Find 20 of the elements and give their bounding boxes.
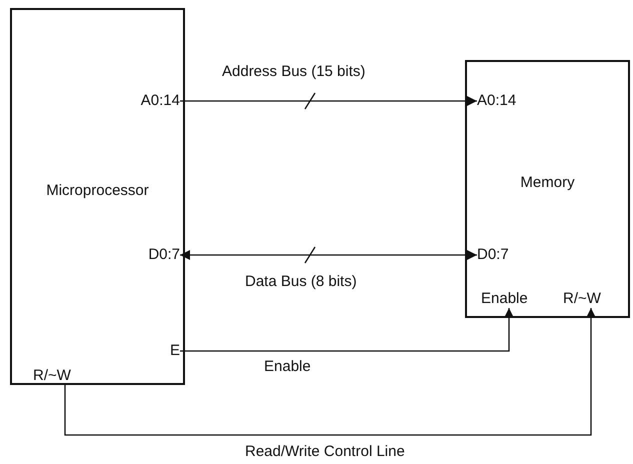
- arrow: [180, 308, 514, 352]
- arrow: [180, 250, 477, 260]
- pin-label: E: [158, 342, 180, 360]
- block-box: [10, 8, 185, 385]
- pin-label: D0:7: [130, 246, 180, 264]
- pin-label: D0:7: [477, 246, 527, 264]
- pin-label: A0:14: [477, 92, 529, 110]
- edge-label: Enable: [264, 358, 311, 376]
- pin-label: A0:14: [128, 92, 180, 110]
- edge-label: Read/Write Control Line: [245, 443, 405, 461]
- arrow: [180, 96, 477, 106]
- edge-label: Address Bus (15 bits): [222, 63, 366, 81]
- pin-label: R/~W: [33, 367, 97, 385]
- edge-label: Data Bus (8 bits): [245, 273, 357, 291]
- block-title: Memory: [519, 174, 576, 192]
- block-box: [465, 60, 630, 318]
- pin-label: R/~W: [563, 290, 619, 308]
- arrow: [64, 308, 596, 436]
- pin-label: Enable: [481, 290, 537, 308]
- block-title: Microprocessor: [45, 182, 150, 200]
